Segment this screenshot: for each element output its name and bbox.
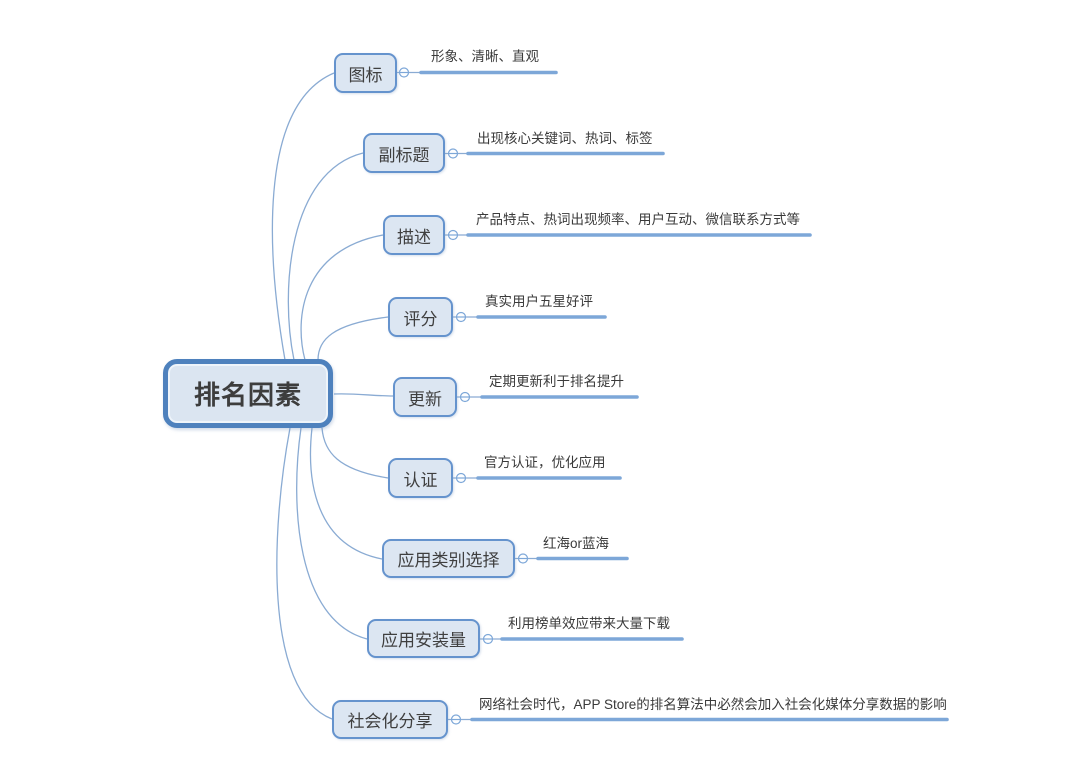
collapse-toggle-icon[interactable] [517, 553, 529, 564]
collapse-toggle-icon[interactable] [447, 148, 459, 159]
leaf-text[interactable]: 出现核心关键词、热词、标签 [477, 131, 653, 146]
topic-certification[interactable]: 认证 [388, 458, 453, 498]
leaf-text[interactable]: 红海or蓝海 [543, 536, 610, 551]
branch-curve [296, 427, 368, 640]
branch-curve [287, 152, 364, 361]
topic-social-sharing[interactable]: 社会化分享 [332, 700, 448, 739]
collapse-toggle-icon[interactable] [455, 472, 467, 484]
collapse-toggle-icon[interactable] [450, 714, 462, 725]
branch-curve [276, 427, 333, 720]
branch-curve [321, 427, 389, 479]
topic-install-volume[interactable]: 应用安装量 [367, 619, 480, 658]
leaf-text[interactable]: 利用榜单效应带来大量下载 [508, 616, 670, 631]
leaf-text[interactable]: 真实用户五星好评 [485, 294, 593, 309]
central-topic[interactable]: 排名因素 [163, 359, 333, 428]
collapse-toggle-icon[interactable] [482, 633, 494, 645]
topic-category-choice[interactable]: 应用类别选择 [382, 539, 515, 578]
branch-curve [333, 393, 394, 397]
collapse-toggle-icon[interactable] [447, 229, 459, 241]
collapse-toggle-icon[interactable] [459, 391, 471, 403]
leaf-text[interactable]: 产品特点、热词出现频率、用户互动、微信联系方式等 [476, 212, 800, 227]
leaf-text[interactable]: 定期更新利于排名提升 [489, 374, 624, 389]
topic-subtitle[interactable]: 副标题 [363, 133, 445, 173]
branch-curve [300, 234, 384, 361]
leaf-text[interactable]: 形象、清晰、直观 [431, 49, 539, 64]
leaf-text[interactable]: 网络社会时代，APP Store的排名算法中必然会加入社会化媒体分享数据的影响 [479, 697, 947, 712]
branch-curve [309, 427, 383, 560]
branch-curve [317, 316, 389, 361]
leaf-text[interactable]: 官方认证，优化应用 [484, 455, 606, 470]
topic-rating[interactable]: 评分 [388, 297, 453, 337]
topic-description[interactable]: 描述 [383, 215, 445, 255]
topic-update[interactable]: 更新 [393, 377, 457, 417]
collapse-toggle-icon[interactable] [398, 67, 410, 78]
collapse-toggle-icon[interactable] [455, 311, 467, 323]
topic-icon[interactable]: 图标 [334, 53, 397, 93]
branch-curve [271, 72, 335, 361]
